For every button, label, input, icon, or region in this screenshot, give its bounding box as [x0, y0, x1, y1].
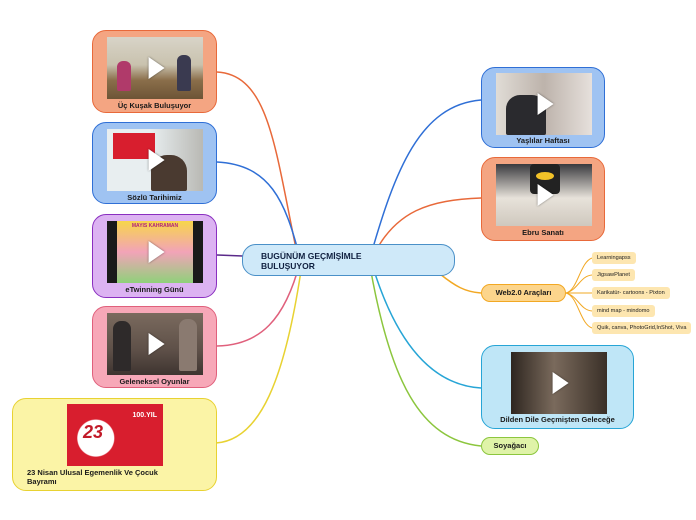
node-label: Geleneksel Oyunlar — [93, 377, 216, 386]
node-23-nisan[interactable]: 23 100.YIL 23 Nisan Ulusal Egemenlik Ve … — [12, 398, 217, 491]
node-label: Dilden Dile Geçmişten Geleceğe — [482, 415, 633, 424]
nisan-image: 23 100.YIL — [67, 404, 163, 466]
thumb-banner-text: MAYIS KAHRAMAN — [117, 223, 193, 229]
node-web20-araclari[interactable]: Web2.0 Araçları — [481, 284, 566, 302]
thumb-figure — [113, 321, 131, 371]
link-soyagaci — [370, 266, 481, 446]
node-ebru-sanati[interactable]: Ebru Sanatı — [481, 157, 605, 241]
video-thumbnail[interactable] — [107, 37, 203, 99]
thumb-figure — [117, 61, 131, 91]
web-tool-item[interactable]: Quik, canva, PhotoGrid,InShot, Viva — [592, 322, 691, 334]
node-sozlu-tarihimiz[interactable]: Sözlü Tarihimiz — [92, 122, 217, 204]
video-thumbnail[interactable] — [511, 352, 607, 414]
link-uc-kusak — [217, 72, 298, 258]
node-dilden-dile[interactable]: Dilden Dile Geçmişten Geleceğe — [481, 345, 634, 429]
link-web20 — [440, 274, 481, 293]
node-label: Web2.0 Araçları — [496, 288, 552, 297]
play-icon[interactable] — [149, 333, 165, 355]
play-icon[interactable] — [538, 93, 554, 115]
node-uc-kusak-bulusuyor[interactable]: Üç Kuşak Buluşuyor — [92, 30, 217, 113]
node-soyagaci[interactable]: Soyağacı — [481, 437, 539, 455]
node-etwinning-gunu[interactable]: MAYIS KAHRAMAN eTwinning Günü — [92, 214, 217, 298]
web-tool-item[interactable]: Learningapss — [592, 252, 636, 264]
node-label: Ebru Sanatı — [482, 228, 604, 237]
video-thumbnail[interactable]: MAYIS KAHRAMAN — [107, 221, 203, 283]
web-tool-item[interactable]: JigsawPlanet — [592, 269, 635, 281]
thumb-figure — [179, 319, 197, 371]
play-icon[interactable] — [149, 149, 165, 171]
node-geleneksel-oyunlar[interactable]: Geleneksel Oyunlar — [92, 306, 217, 388]
thumb-batman-logo — [536, 172, 554, 180]
link-23-nisan — [216, 264, 302, 443]
node-label: Üç Kuşak Buluşuyor — [93, 101, 216, 110]
central-topic[interactable]: BUGÜNÜM GEÇMİŞİMLE BULUŞUYOR — [242, 244, 455, 276]
play-icon[interactable] — [149, 57, 165, 79]
thumb-figure — [177, 55, 191, 91]
web-tool-item[interactable]: mind map - mindomo — [592, 305, 655, 317]
web-tools-links — [566, 258, 592, 328]
nisan-number: 23 — [83, 422, 103, 443]
video-thumbnail[interactable] — [107, 129, 203, 191]
web-tool-item[interactable]: Karikatür- cartoons - Pixton — [592, 287, 670, 299]
node-yaslilar-haftasi[interactable]: Yaşlılar Haftası — [481, 67, 605, 148]
video-thumbnail[interactable] — [496, 164, 592, 226]
node-label: Sözlü Tarihimiz — [93, 193, 216, 202]
play-icon[interactable] — [553, 372, 569, 394]
node-label: Yaşlılar Haftası — [482, 136, 604, 145]
nisan-year: 100.YIL — [132, 412, 157, 419]
node-label: eTwinning Günü — [93, 285, 216, 294]
play-icon[interactable] — [149, 241, 165, 263]
link-dilden-dile — [372, 264, 481, 388]
video-thumbnail[interactable] — [496, 73, 592, 135]
node-label: 23 Nisan Ulusal Egemenlik Ve Çocuk Bayra… — [27, 468, 187, 486]
play-icon[interactable] — [538, 184, 554, 206]
central-topic-title: BUGÜNÜM GEÇMİŞİMLE BULUŞUYOR — [261, 251, 362, 271]
video-thumbnail[interactable] — [107, 313, 203, 375]
node-label: Soyağacı — [494, 441, 527, 450]
